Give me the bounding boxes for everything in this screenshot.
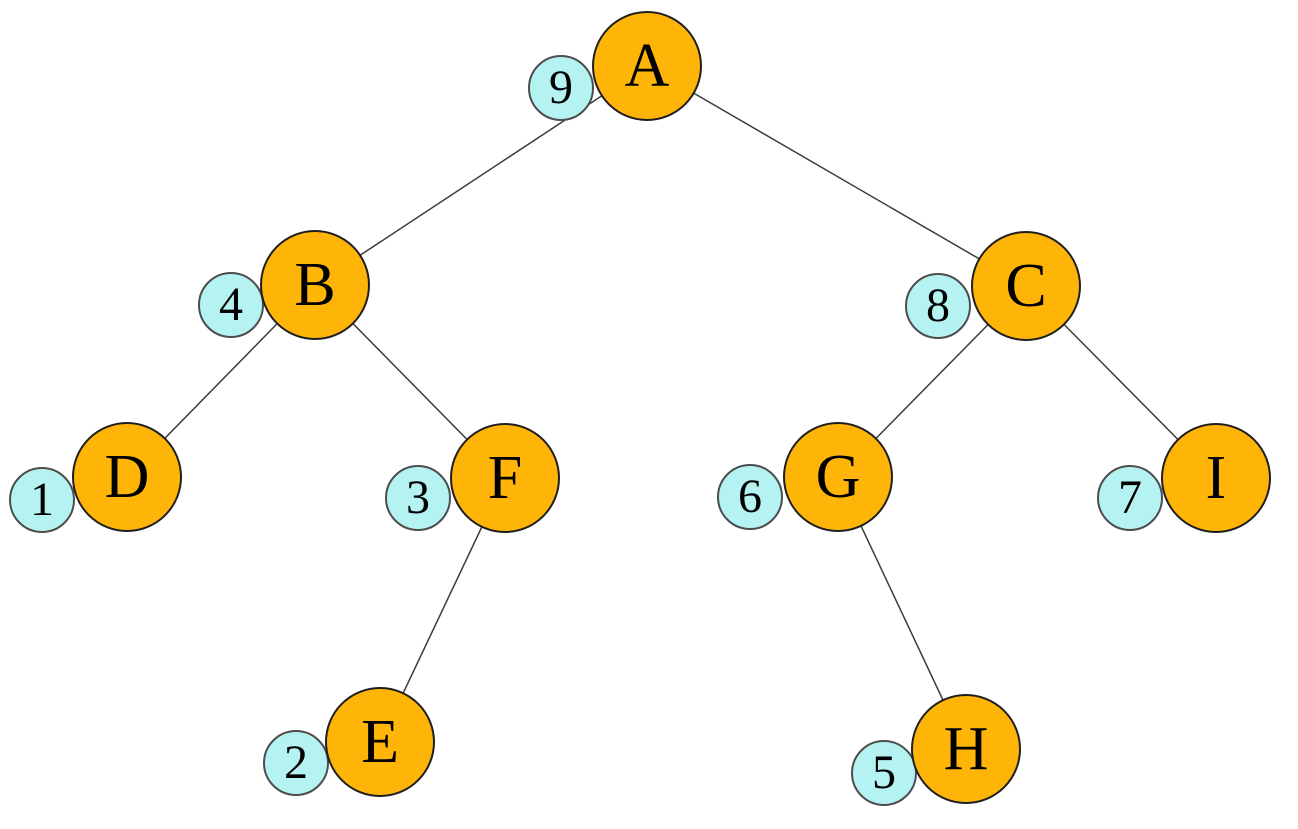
visit-order-badge-D: 1 xyxy=(9,467,75,533)
tree-node-B: B xyxy=(260,230,370,340)
visit-order-number: 6 xyxy=(738,470,762,523)
visit-order-number: 9 xyxy=(549,61,573,114)
visit-order-badge-A: 9 xyxy=(528,55,594,121)
visit-order-badge-F: 3 xyxy=(385,465,451,531)
visit-order-number: 3 xyxy=(406,471,430,524)
node-label: I xyxy=(1205,444,1227,512)
visit-order-badge-I: 7 xyxy=(1097,465,1163,531)
visit-order-number: 5 xyxy=(872,746,896,799)
visit-order-badge-E: 2 xyxy=(263,730,329,796)
node-label: H xyxy=(943,715,989,783)
node-label: B xyxy=(294,251,336,319)
visit-order-number: 8 xyxy=(926,279,950,332)
visit-order-badge-B: 4 xyxy=(198,272,264,338)
tree-node-G: G xyxy=(783,422,893,532)
tree-node-I: I xyxy=(1161,423,1271,533)
node-label: C xyxy=(1005,252,1047,320)
visit-order-number: 4 xyxy=(219,278,243,331)
node-label: E xyxy=(361,708,399,776)
node-label: A xyxy=(624,32,670,100)
tree-node-D: D xyxy=(72,422,182,532)
node-label: D xyxy=(104,443,150,511)
node-label: G xyxy=(815,443,861,511)
tree-node-E: E xyxy=(325,687,435,797)
visit-order-number: 2 xyxy=(284,736,308,789)
visit-order-badge-C: 8 xyxy=(905,273,971,339)
node-label: F xyxy=(487,444,523,512)
tree-node-H: H xyxy=(911,694,1021,804)
visit-order-badge-G: 6 xyxy=(717,464,783,530)
tree-edge-A-B xyxy=(314,65,648,286)
visit-order-number: 1 xyxy=(30,473,54,526)
tree-node-A: A xyxy=(592,11,702,121)
tree-node-F: F xyxy=(450,423,560,533)
tree-edge-A-C xyxy=(646,65,1027,287)
tree-node-C: C xyxy=(971,231,1081,341)
visit-order-number: 7 xyxy=(1118,471,1142,524)
visit-order-badge-H: 5 xyxy=(851,740,917,806)
